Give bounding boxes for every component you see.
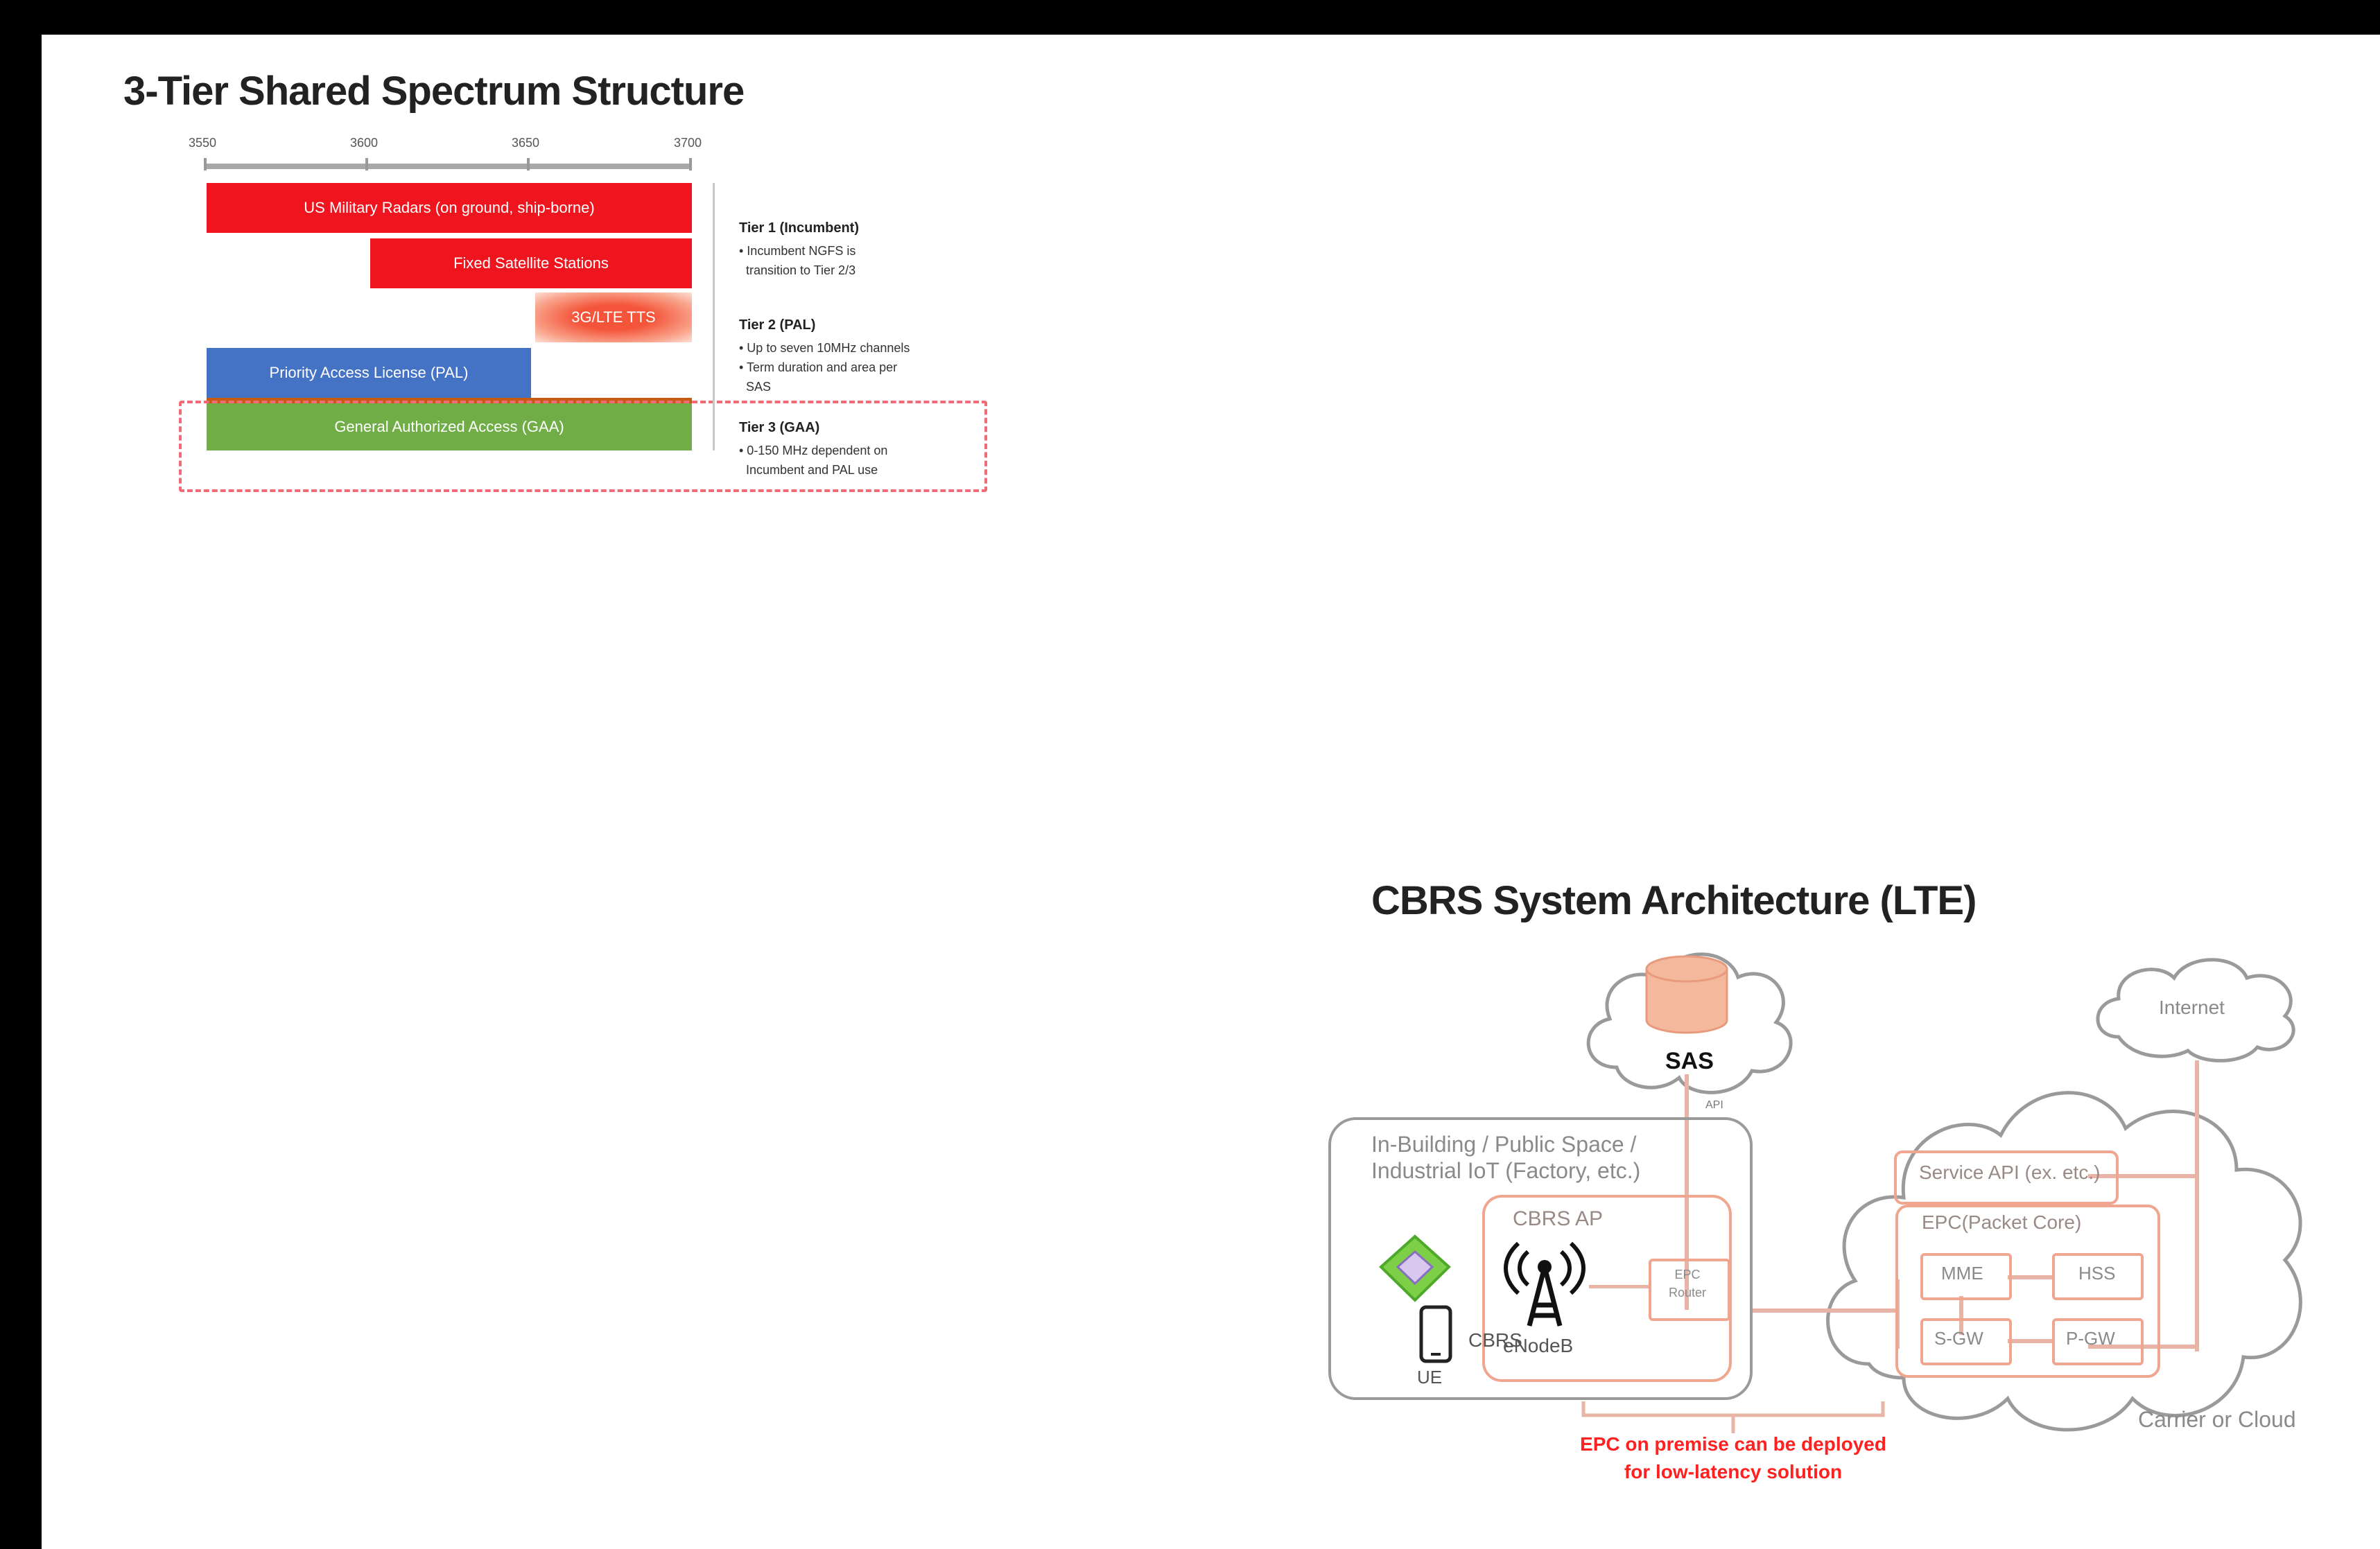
tier1-fixed-satellite-bar: Fixed Satellite Stations — [370, 238, 692, 288]
tick-label-3550: 3550 — [189, 136, 217, 150]
tier3-gaa-bar: General Authorized Access (GAA) — [207, 403, 692, 450]
mme-to-hss-link — [2008, 1275, 2052, 1279]
sgw-box — [1920, 1318, 2012, 1365]
tier1-note-body: • Incumbent NGFS is transition to Tier 2… — [739, 244, 856, 277]
mme-to-sgw-link — [1959, 1296, 1963, 1335]
pgw-label: P-GW — [2066, 1328, 2115, 1349]
service-api-box — [1894, 1150, 2119, 1205]
tier2-pal-bar: Priority Access License (PAL) — [207, 348, 531, 398]
mme-box — [1920, 1253, 2012, 1300]
frequency-axis-tick — [527, 158, 530, 170]
mme-label: MME — [1941, 1263, 1983, 1284]
internet-cloud — [2096, 958, 2295, 1062]
tier1-military-radar-bar: US Military Radars (on ground, ship-born… — [207, 183, 692, 233]
enodeb-to-router-link — [1589, 1285, 1649, 1288]
cbrs-link-label: CBRS — [1468, 1329, 1522, 1351]
cbrs-ap-box — [1482, 1195, 1732, 1382]
ue-phone-icon — [1419, 1305, 1452, 1363]
tier2-note-heading: Tier 2 (PAL) — [739, 317, 816, 333]
epc-router-label: EPC Router — [1668, 1268, 1707, 1299]
epc-core-box — [1895, 1205, 2160, 1378]
on-premise-bracket — [1581, 1401, 1885, 1433]
cbrs-ap-label: CBRS AP — [1513, 1207, 1604, 1230]
service-api-label: Service API (ex. etc.) — [1919, 1162, 2101, 1183]
frequency-axis-tick — [689, 158, 692, 170]
frequency-axis-tick — [204, 158, 207, 170]
frequency-axis — [204, 164, 692, 169]
tier3-note-body: • 0-150 MHz dependent on Incumbent and P… — [739, 444, 888, 477]
site-label: In-Building / Public Space / Industrial … — [1371, 1132, 1641, 1183]
internet-to-service-link — [2195, 1060, 2199, 1351]
enodeb-label: eNodeB — [1503, 1335, 1574, 1356]
tick-label-3600: 3600 — [350, 136, 379, 150]
epc-router-box — [1649, 1259, 1730, 1321]
pgw-box — [2052, 1318, 2144, 1365]
tier-bracket-line — [713, 183, 715, 450]
on-premise-note: EPC on premise can be deployed for low-l… — [1580, 1433, 1886, 1482]
gaa-highlight-box — [179, 401, 987, 492]
sas-link-label: API — [1705, 1099, 1723, 1111]
internet-label: Internet — [2159, 997, 2225, 1018]
tier1-tts-bar: 3G/LTE TTS — [535, 292, 692, 342]
iot-chip-icon — [1379, 1234, 1451, 1302]
router-to-epc-link — [1753, 1309, 1898, 1313]
tick-label-3650: 3650 — [512, 136, 540, 150]
frequency-axis-tick — [365, 158, 368, 170]
service-bus-link — [2088, 1174, 2199, 1178]
architecture-title: CBRS System Architecture (LTE) — [1371, 878, 1977, 923]
sas-database-icon — [1645, 955, 1728, 1034]
tier2-note-body: • Up to seven 10MHz channels • Term dura… — [739, 341, 910, 394]
sas-to-ap-link — [1685, 1074, 1689, 1310]
frame-top-border — [0, 0, 2380, 35]
site-container-box — [1328, 1117, 1753, 1400]
frame-left-border — [0, 0, 42, 1549]
slide-canvas: 3-Tier Shared Spectrum Structure 3550 36… — [42, 35, 2380, 1549]
epc-bus-link — [2088, 1345, 2199, 1349]
tick-label-3700: 3700 — [674, 136, 702, 150]
enodeb-antenna-icon — [1504, 1241, 1586, 1327]
sgw-label: S-GW — [1934, 1328, 1983, 1349]
hss-box — [2052, 1253, 2144, 1300]
sgw-to-pgw-link — [2008, 1339, 2052, 1343]
carrier-cloud-label: Carrier or Cloud — [2138, 1407, 2296, 1432]
epc-core-label: EPC(Packet Core) — [1922, 1211, 2082, 1233]
tier1-note-heading: Tier 1 (Incumbent) — [739, 220, 859, 236]
spectrum-title: 3-Tier Shared Spectrum Structure — [123, 69, 745, 114]
tier3-note-heading: Tier 3 (GAA) — [739, 420, 820, 435]
sas-label: SAS — [1665, 1048, 1714, 1074]
hss-label: HSS — [2078, 1263, 2116, 1284]
ue-label: UE — [1417, 1367, 1443, 1388]
